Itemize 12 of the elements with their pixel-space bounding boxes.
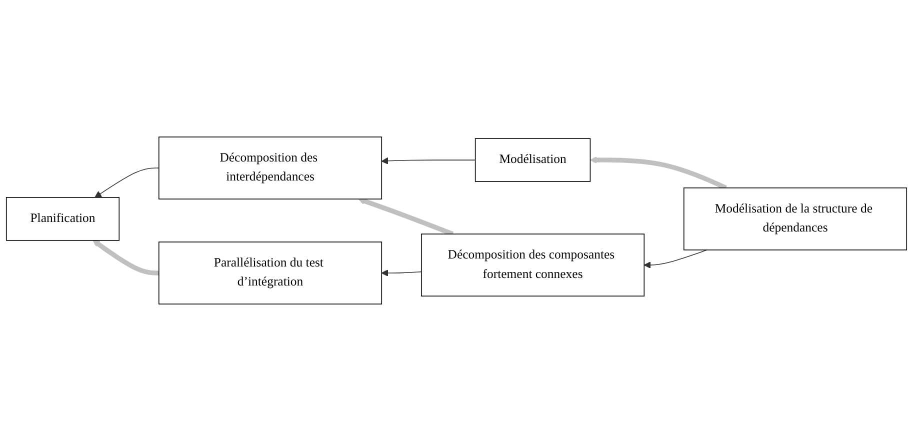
node-box: Modélisation	[474, 138, 591, 182]
arrow	[644, 250, 708, 269]
node-box: Planification	[6, 197, 120, 241]
arrow	[381, 270, 422, 276]
arrow	[358, 198, 454, 236]
node-box: Décomposition des interdépendances	[158, 136, 382, 200]
node-box: Décomposition des composantes fortement connexes	[421, 234, 645, 296]
arrow	[381, 157, 476, 164]
node-box: Parallélisation du test d’intégration	[158, 242, 382, 304]
arrow	[94, 168, 160, 198]
arrow	[92, 240, 159, 276]
node-box: Modélisation de la structure de dépendances	[684, 187, 908, 250]
